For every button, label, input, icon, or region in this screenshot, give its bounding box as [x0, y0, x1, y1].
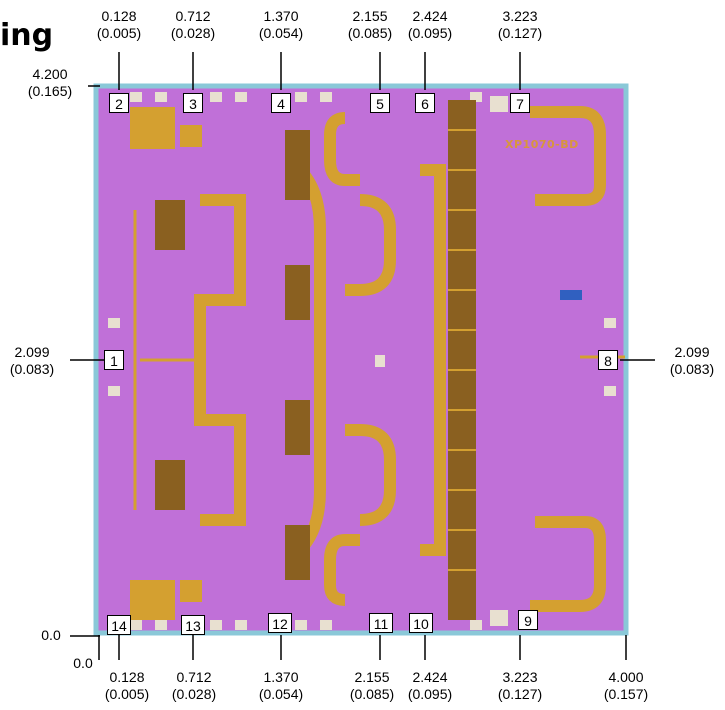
top-dim-4: 2.155 (0.085) [342, 8, 398, 42]
top-dim-6: 3.223 (0.127) [492, 8, 548, 42]
top-dim-2: 0.712 (0.028) [168, 8, 218, 42]
transistor-arrays [155, 100, 476, 620]
pad-label-10: 10 [409, 613, 433, 633]
pad-label-14: 14 [107, 615, 131, 635]
top-bond-pads [130, 92, 508, 112]
bottom-dim-mm: 0.712 [176, 669, 212, 685]
top-dim-in: (0.054) [258, 25, 304, 41]
top-dim-in: (0.005) [96, 25, 142, 41]
left-dim-mid: 2.099 (0.083) [4, 344, 60, 378]
bottom-dim-mm: 3.223 [502, 669, 538, 685]
top-dim-in: (0.127) [497, 25, 543, 41]
top-dim-in: (0.085) [347, 25, 393, 41]
pad-label-8: 8 [598, 350, 618, 370]
bottom-dim-6: 3.223 (0.127) [492, 669, 548, 703]
bottom-dim-4: 2.155 (0.085) [344, 669, 400, 703]
bottom-dim-2: 0.712 (0.028) [166, 669, 222, 703]
top-dim-1: 0.128 (0.005) [94, 8, 144, 42]
bottom-dim-5: 2.424 (0.095) [402, 669, 458, 703]
page-title: ing [0, 18, 54, 53]
top-dim-3: 1.370 (0.054) [256, 8, 306, 42]
bottom-dim-in: (0.028) [171, 686, 217, 702]
top-dim-mm: 1.370 [263, 8, 299, 24]
top-dim-mm: 2.424 [412, 8, 448, 24]
pad-label-2: 2 [109, 93, 129, 113]
bottom-dim-mm: 2.424 [412, 669, 448, 685]
rf-traces [194, 106, 606, 612]
bottom-dim-in: (0.085) [349, 686, 395, 702]
top-dim-in: (0.028) [170, 25, 216, 41]
bottom-dim-3: 1.370 (0.054) [253, 669, 309, 703]
bottom-bond-pads [130, 610, 508, 630]
bottom-dim-in: (0.054) [258, 686, 304, 702]
right-dim-mid: 2.099 (0.083) [664, 344, 720, 378]
array-stripes [448, 129, 476, 571]
origin-x-label: 0.0 [73, 655, 93, 671]
left-dim-mm: 4.200 [32, 66, 68, 82]
bottom-dim-in: (0.005) [104, 686, 150, 702]
pad-label-12: 12 [268, 613, 292, 633]
top-dim-5: 2.424 (0.095) [402, 8, 458, 42]
bottom-dim-mm: 2.155 [354, 669, 390, 685]
bottom-dim-in: (0.095) [407, 686, 453, 702]
bottom-dim-mm: 0.128 [109, 669, 145, 685]
dimension-lines [70, 52, 655, 660]
side-bond-pads [108, 318, 616, 396]
pad-label-11: 11 [369, 613, 393, 633]
pad-label-9: 9 [518, 610, 538, 630]
bottom-dim-mm: 1.370 [263, 669, 299, 685]
logo-block [560, 290, 582, 300]
pad-label-6: 6 [415, 93, 435, 113]
top-dim-mm: 0.712 [175, 8, 211, 24]
bottom-dim-1: 0.128 (0.005) [102, 669, 152, 703]
left-dim-zero: 0.0 [41, 627, 61, 643]
top-dim-mm: 2.155 [352, 8, 388, 24]
gold-pads [130, 107, 202, 620]
left-dim-in: (0.083) [9, 361, 55, 377]
bottom-dim-in: (0.127) [497, 686, 543, 702]
pad-label-13: 13 [181, 615, 205, 635]
pad-label-1: 1 [104, 350, 124, 370]
left-dim-mm: 2.099 [14, 344, 50, 360]
right-dim-mm: 2.099 [674, 344, 710, 360]
top-dim-mm: 3.223 [502, 8, 538, 24]
right-dim-in: (0.083) [669, 361, 715, 377]
pad-label-7: 7 [510, 93, 530, 113]
bottom-dim-7: 4.000 (0.157) [598, 669, 654, 703]
left-dim-in: (0.165) [27, 83, 73, 99]
bottom-dim-mm: 4.000 [608, 669, 644, 685]
pad-label-5: 5 [370, 93, 390, 113]
top-dim-in: (0.095) [407, 25, 453, 41]
bottom-dim-in: (0.157) [603, 686, 649, 702]
pad-label-3: 3 [183, 93, 203, 113]
pad-label-4: 4 [271, 93, 291, 113]
left-dim-top: 4.200 (0.165) [22, 66, 78, 100]
top-dim-mm: 0.128 [101, 8, 137, 24]
chip-label: XP1070-BD [505, 138, 579, 151]
